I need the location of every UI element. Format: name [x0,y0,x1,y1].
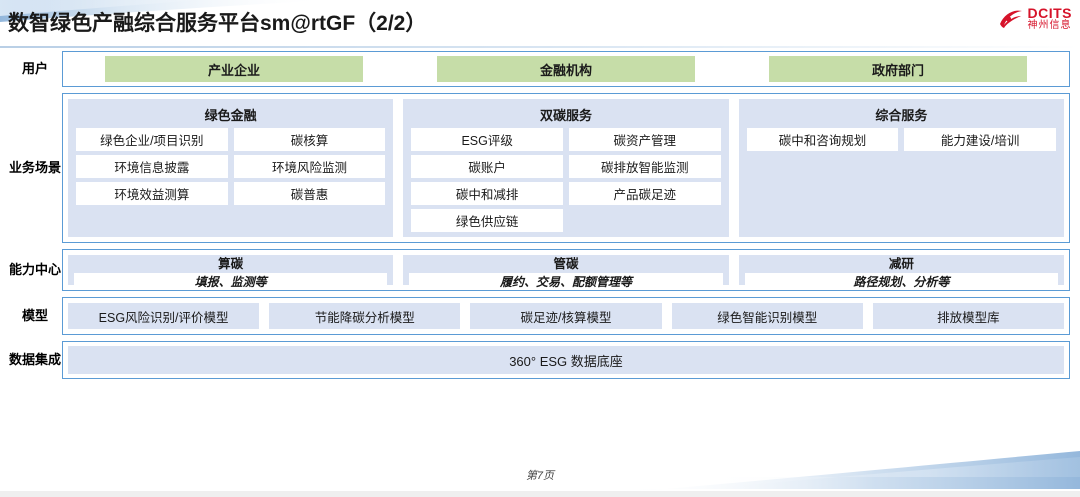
capability-group-reduction-research[interactable]: 减研 路径规划、分析等 [738,255,1064,290]
model-chip-green-recognition[interactable]: 绿色智能识别模型 [671,303,863,329]
row-body-data-integration: 360° ESG 数据底座 [62,341,1070,379]
page-number-footer: 第7页 [525,470,555,482]
row-users: 用户 产业企业 金融机构 政府部门 [8,51,1070,87]
scenario-tile[interactable]: 绿色供应链 [411,209,563,232]
model-chip-energy-saving[interactable]: 节能降碳分析模型 [269,303,461,329]
capability-subtitle: 履约、交易、配额管理等 [409,273,723,290]
row-label-models: 模型 [21,307,48,323]
scenario-tile[interactable]: 环境风险监测 [233,155,386,178]
capability-subtitle: 路径规划、分析等 [744,273,1058,290]
user-chip-financial[interactable]: 金融机构 [436,56,696,82]
header-divider [0,46,1080,48]
scenario-tile[interactable]: 碳中和咨询规划 [746,128,899,151]
row-models: 模型 ESG风险识别/评价模型 节能降碳分析模型 碳足迹/核算模型 绿色智能识别… [8,297,1070,335]
scenario-group-comprehensive: 综合服务 碳中和咨询规划 能力建设/培训 [738,99,1064,237]
capability-title: 算碳 [218,257,244,271]
scenario-group-green-finance: 绿色金融 绿色企业/项目识别 碳核算 环境信息披露 环境风险监测 环境效益测算 … [68,99,394,237]
scenario-tile[interactable]: 环境信息披露 [76,155,228,178]
tile-grid: ESG评级 碳资产管理 碳账户 碳排放智能监测 碳中和减排 产品碳足迹 绿色供应… [411,128,721,232]
tile-grid: 碳中和咨询规划 能力建设/培训 [746,128,1056,151]
row-body-models: ESG风险识别/评价模型 节能降碳分析模型 碳足迹/核算模型 绿色智能识别模型 … [62,297,1070,335]
scenario-tile[interactable]: 碳资产管理 [568,128,721,151]
row-body-capability-center: 算碳 填报、监测等 管碳 履约、交易、配额管理等 减研 路径规划、分析等 [62,249,1070,291]
user-cell: 政府部门 [732,56,1064,82]
slide-header: 数智绿色产融综合服务平台sm@rtGF（2/2） DCITS 神州信息 [0,0,1080,48]
user-chip-industry[interactable]: 产业企业 [104,56,364,82]
scenario-tile[interactable]: ESG评级 [411,128,563,151]
user-cell: 产业企业 [68,56,400,82]
group-title: 双碳服务 [539,108,592,123]
model-chip-carbon-footprint[interactable]: 碳足迹/核算模型 [470,303,662,329]
architecture-matrix: 用户 产业企业 金融机构 政府部门 业务场景 绿色金融 绿色企业/项目识别 碳核… [8,51,1070,379]
capability-group-carbon-accounting[interactable]: 算碳 填报、监测等 [68,255,394,290]
capability-group-carbon-management[interactable]: 管碳 履约、交易、配额管理等 [403,255,729,290]
logo-wordmark: DCITS 神州信息 [1028,6,1073,31]
scenario-group-dual-carbon: 双碳服务 ESG评级 碳资产管理 碳账户 碳排放智能监测 碳中和减排 产品碳足迹… [403,99,729,237]
scenario-tile[interactable]: 碳中和减排 [411,182,563,205]
row-capability-center: 能力中心 算碳 填报、监测等 管碳 履约、交易、配额管理等 减研 路径规划、分析… [8,249,1070,291]
capability-title: 减研 [888,257,914,271]
tile-grid: 绿色企业/项目识别 碳核算 环境信息披露 环境风险监测 环境效益测算 碳普惠 [76,128,386,205]
dcits-logo: DCITS 神州信息 [998,6,1073,31]
scenario-tile[interactable]: 绿色企业/项目识别 [76,128,228,151]
data-foundation-bar[interactable]: 360° ESG 数据底座 [68,346,1064,374]
scenario-tile[interactable]: 环境效益测算 [76,182,228,205]
row-label-data-integration: 数据集成 [8,351,61,367]
scenario-tile[interactable]: 碳账户 [411,155,563,178]
scenario-tile[interactable]: 碳核算 [233,128,386,151]
row-body-users: 产业企业 金融机构 政府部门 [62,51,1070,87]
user-chip-government[interactable]: 政府部门 [768,56,1028,82]
capability-subtitle: 填报、监测等 [74,273,388,290]
row-label-business-scenarios: 业务场景 [8,159,61,175]
group-title: 绿色金融 [204,108,257,123]
row-body-business-scenarios: 绿色金融 绿色企业/项目识别 碳核算 环境信息披露 环境风险监测 环境效益测算 … [62,93,1070,243]
scenario-tile[interactable]: 能力建设/培训 [904,128,1056,151]
capability-title: 管碳 [553,257,579,271]
dcits-swoosh-icon [999,10,1022,28]
scenario-tile[interactable]: 碳普惠 [233,182,386,205]
model-chip-esg-risk[interactable]: ESG风险识别/评价模型 [68,303,260,329]
page-title: 数智绿色产融综合服务平台sm@rtGF（2/2） [8,12,427,35]
logo-en: DCITS [1027,5,1072,21]
row-business-scenarios: 业务场景 绿色金融 绿色企业/项目识别 碳核算 环境信息披露 环境风险监测 环境… [8,93,1070,243]
model-chip-emission-library[interactable]: 排放模型库 [872,303,1065,329]
row-data-integration: 数据集成 360° ESG 数据底座 [8,341,1070,379]
row-label-users: 用户 [21,60,48,76]
group-title: 综合服务 [875,108,928,123]
row-label-capability-center: 能力中心 [8,261,61,277]
user-cell: 金融机构 [400,56,732,82]
scenario-tile[interactable]: 碳排放智能监测 [568,155,721,178]
logo-cn: 神州信息 [1027,20,1072,31]
scenario-tile[interactable]: 产品碳足迹 [568,182,721,205]
